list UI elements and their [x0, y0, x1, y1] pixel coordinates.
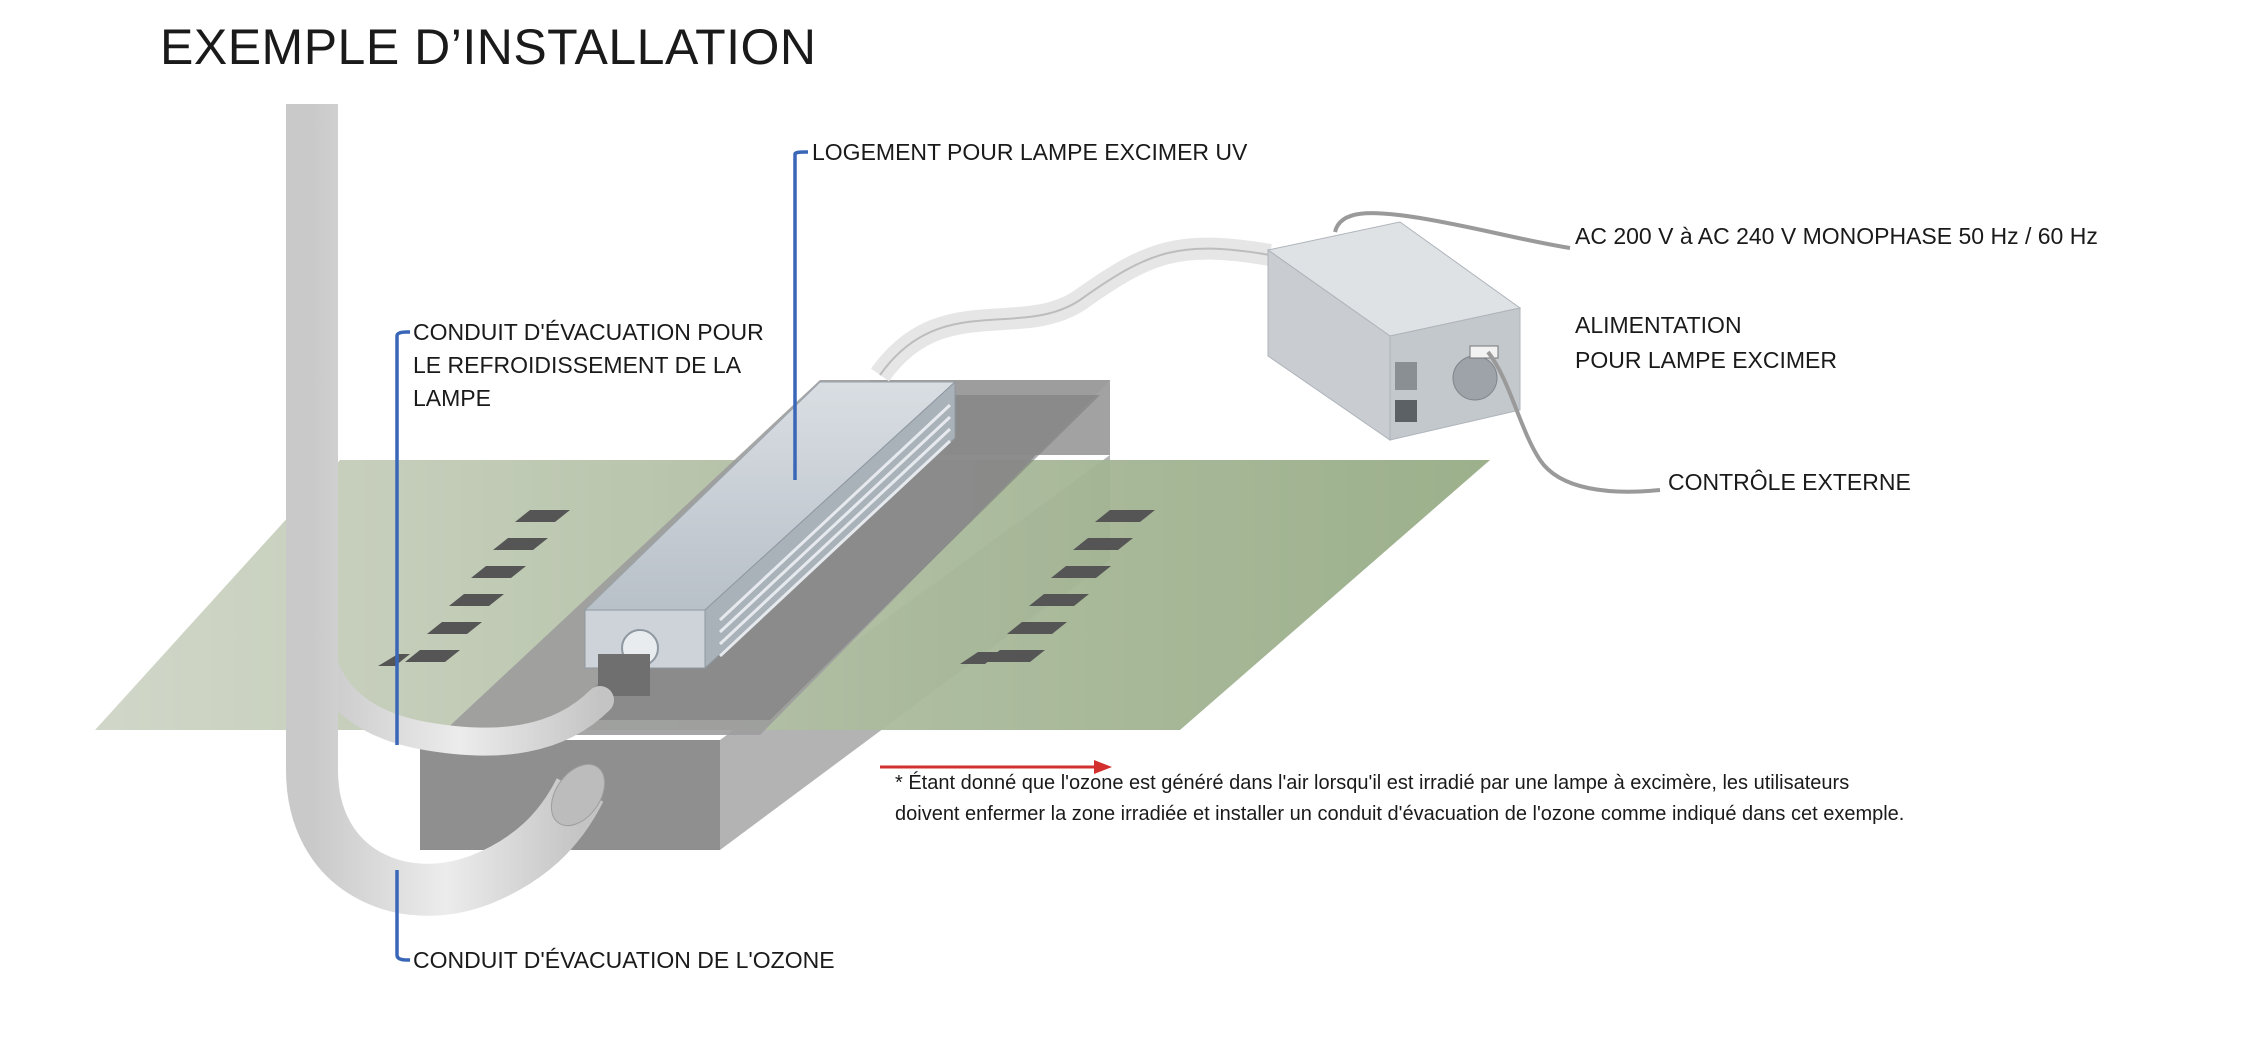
leader-lamp-housing	[793, 150, 808, 480]
label-ac-supply: AC 200 V à AC 240 V MONOPHASE 50 Hz / 60…	[1575, 220, 2098, 253]
ozone-warning-note: * Étant donné que l'ozone est généré dan…	[895, 772, 1905, 825]
label-external-control-text: CONTRÔLE EXTERNE	[1668, 469, 1911, 495]
label-power-supply-line1: ALIMENTATION	[1575, 312, 1742, 338]
leader-lines	[395, 150, 808, 962]
label-cooling-duct: CONDUIT D'ÉVACUATION POUR LE REFROIDISSE…	[413, 316, 764, 415]
label-power-supply: ALIMENTATION POUR LAMPE EXCIMER	[1575, 308, 1837, 378]
cooling-duct-graphic	[306, 636, 614, 756]
label-cooling-duct-line2: LE REFROIDISSEMENT DE LA	[413, 352, 742, 378]
label-lamp-housing-text: LOGEMENT POUR LAMPE EXCIMER UV	[812, 139, 1248, 165]
label-cooling-duct-line3: LAMPE	[413, 385, 491, 411]
ac-power-cord	[1333, 211, 1571, 250]
page-title: EXEMPLE D’INSTALLATION	[160, 19, 817, 75]
lamp-cable	[871, 237, 1272, 382]
label-external-control: CONTRÔLE EXTERNE	[1668, 466, 1911, 499]
plate-slots	[378, 510, 1155, 666]
label-ac-supply-text: AC 200 V à AC 240 V MONOPHASE 50 Hz / 60…	[1575, 223, 2098, 249]
power-supply-unit	[1266, 221, 1522, 441]
label-ozone-duct-text: CONDUIT D'ÉVACUATION DE L'OZONE	[413, 947, 835, 973]
external-control-cord	[1486, 350, 1661, 494]
leader-cooling-duct	[395, 330, 410, 745]
leader-ozone-duct	[395, 870, 410, 962]
ozone-duct-graphic	[286, 104, 604, 916]
label-power-supply-line2: POUR LAMPE EXCIMER	[1575, 347, 1837, 373]
label-cooling-duct-line1: CONDUIT D'ÉVACUATION POUR	[413, 319, 764, 345]
ozone-note-arrow	[880, 760, 1112, 774]
lamp-housing-graphic	[583, 380, 957, 696]
label-ozone-duct: CONDUIT D'ÉVACUATION DE L'OZONE	[413, 944, 835, 977]
label-lamp-housing: LOGEMENT POUR LAMPE EXCIMER UV	[812, 136, 1247, 169]
